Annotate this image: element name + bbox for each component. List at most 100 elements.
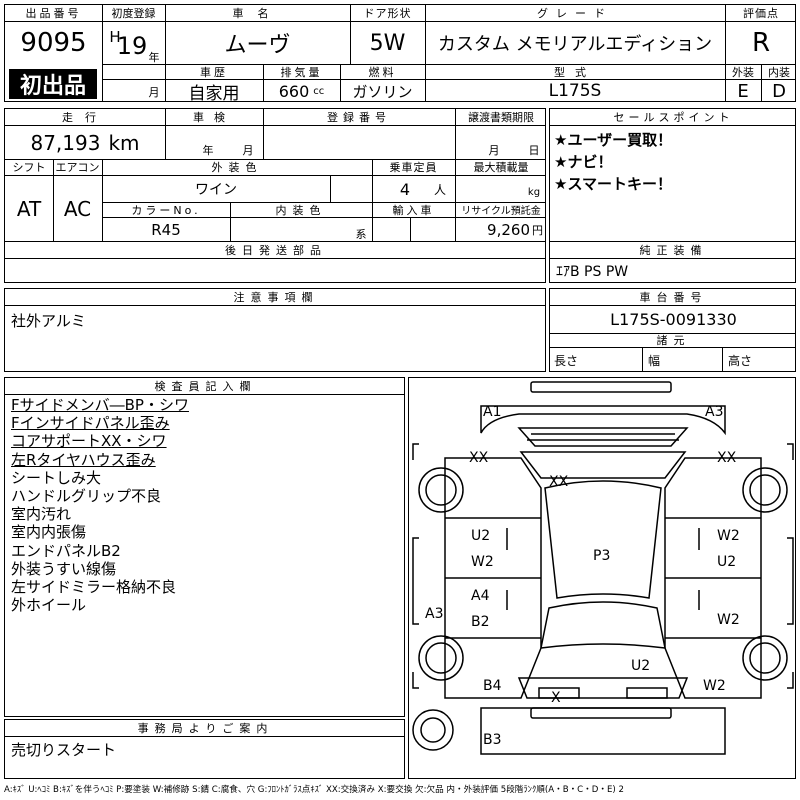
document-month-unit: 月: [488, 144, 500, 157]
notes-text: 社外アルミ: [11, 311, 86, 330]
legend: A:ｷｽﾞ U:ﾍｺﾐ B:ｷｽﾞを伴うﾍｺﾐ P:要塗装 W:補修跡 S:錆 …: [4, 785, 624, 795]
inspector-item: Fサイドメンバ―BP・シワ: [11, 396, 189, 414]
displacement-header: 排気量: [280, 65, 323, 79]
inspection-month-unit: 月: [242, 144, 254, 157]
damage-mark: A3: [425, 606, 443, 622]
damage-mark: A4: [471, 588, 490, 604]
interior-grade: D: [772, 80, 786, 102]
exterior-color-header: 外装色: [211, 161, 263, 174]
chassis-header: 車台番号: [639, 291, 708, 304]
notes-block: 注意事項欄 社外アルミ: [4, 288, 546, 372]
month-unit: 月: [148, 86, 160, 99]
interior-color-header: 内装色: [275, 203, 327, 217]
door-type: 5W: [369, 30, 406, 56]
car-name-header: 車名: [232, 7, 283, 20]
inspector-item: 室内汚れ: [11, 505, 72, 524]
damage-diagram-block: A1 A3 XX XX XX U2 W2 W2 U2 P3 A4 B2 A3 W…: [408, 377, 796, 779]
shift-header: シフト: [12, 161, 46, 174]
inspector-item: シートしみ大: [11, 468, 102, 487]
sales-points-block: セールスポイント ★ユーザー買取！ ★ナビ！ ★スマートキー！: [549, 108, 796, 242]
vehicle-detail-block: 走行 87,193 km 車検 年 月 登録番号 譲渡書類期限 月 日 シフト …: [4, 108, 546, 242]
exterior-color: ワイン: [195, 181, 237, 198]
car-name: ムーヴ: [224, 33, 291, 58]
color-no: R45: [151, 221, 181, 239]
specs-header: 諸元: [656, 334, 691, 347]
inspector-block: 検査員記入欄 Fサイドメンバ―BP・シワ Fインサイドパネル歪み コアサポートX…: [4, 377, 405, 717]
interior-color-unit: 系: [355, 228, 367, 241]
recycle-value: 9,260: [487, 221, 530, 239]
year-unit: 年: [148, 51, 160, 64]
sales-point: ★スマートキー！: [554, 175, 672, 193]
capacity: 4: [399, 179, 411, 199]
inspector-item: 室内内張傷: [11, 523, 87, 542]
displacement-value: 660: [278, 81, 310, 101]
sales-point: ★ユーザー買取！: [554, 131, 673, 149]
lot-number: 9095: [20, 28, 87, 58]
damage-mark: W2: [717, 528, 740, 544]
spec-height: 高さ: [728, 353, 753, 368]
displacement: 660 cc: [263, 79, 340, 103]
mileage: 87,193 km: [5, 127, 165, 159]
max-load-unit: kg: [527, 186, 541, 198]
damage-mark: B3: [483, 732, 502, 748]
history: 自家用: [188, 83, 240, 104]
damage-mark: U2: [631, 658, 650, 674]
inspection-year-unit: 年: [202, 144, 214, 157]
damage-mark: W2: [703, 678, 726, 694]
recycle-unit: 円: [532, 224, 543, 237]
capacity-header: 乗車定員: [389, 161, 438, 174]
damage-mark: A1: [483, 404, 501, 420]
fuel: ガソリン: [352, 82, 413, 101]
grade: カスタム メモリアルエディション: [437, 34, 713, 55]
equipment: ｴｱB PS PW: [556, 264, 629, 280]
office-block: 事務局よりご案内 売切りスタート: [4, 719, 405, 779]
car-diagram: A1 A3 XX XX XX U2 W2 W2 U2 P3 A4 B2 A3 W…: [412, 381, 794, 755]
aircon-header: エアコン: [55, 161, 100, 174]
chassis-block: 車台番号 L175S-0091330 諸元 長さ 幅 高さ: [549, 288, 796, 372]
damage-mark: XX: [549, 474, 569, 490]
aircon: AC: [63, 197, 92, 221]
damage-mark: XX: [469, 450, 489, 466]
grade-header: グレード: [537, 7, 613, 20]
exterior-header: 外装: [732, 65, 754, 79]
lot-number-header: 出品番号: [25, 7, 82, 20]
damage-mark: U2: [717, 554, 736, 570]
inspector-item: ハンドルグリップ不良: [11, 487, 162, 506]
damage-mark: XX: [717, 450, 737, 466]
sales-point: ★ナビ！: [554, 153, 613, 171]
displacement-unit: cc: [313, 85, 325, 97]
damage-mark: B4: [483, 678, 502, 694]
later-parts-header: 後日発送部品: [225, 244, 327, 257]
inspector-item: 左Rタイヤハウス歪み: [11, 450, 156, 469]
mileage-unit: km: [108, 131, 140, 155]
history-header: 車歴: [200, 65, 228, 79]
damage-mark: W2: [471, 554, 494, 570]
damage-mark: U2: [471, 528, 490, 544]
damage-mark: W2: [717, 612, 740, 628]
score-header: 評価点: [743, 7, 779, 20]
spec-length: 長さ: [554, 353, 579, 368]
registration-year: 19: [116, 32, 148, 60]
inspector-list: Fサイドメンバ―BP・シワ Fインサイドパネル歪み コアサポートXX・シワ 左R…: [11, 396, 189, 614]
model-header: 型式: [554, 65, 596, 79]
equipment-block: 純正装備 ｴｱB PS PW: [549, 241, 796, 283]
inspector-item: エンドパネルB2: [11, 541, 121, 560]
mileage-value: 87,193: [30, 131, 101, 155]
spec-width: 幅: [648, 353, 661, 368]
damage-mark: A3: [705, 404, 723, 420]
recycle-header: リサイクル預託金: [461, 206, 541, 217]
recycle-fee: 9,260 円: [455, 217, 547, 243]
equipment-header: 純正装備: [639, 244, 708, 257]
later-parts-block: 後日発送部品: [4, 241, 546, 283]
door-header: ドア形状: [363, 7, 412, 20]
notes-header: 注意事項欄: [233, 291, 319, 304]
first-registration-header: 初度登録: [111, 7, 156, 20]
shift: AT: [16, 197, 42, 221]
inspector-item: コアサポートXX・シワ: [11, 432, 167, 451]
registration-no-header: 登録番号: [327, 111, 391, 124]
damage-mark: P3: [593, 548, 610, 564]
chassis-number: L175S-0091330: [610, 310, 737, 329]
import-header: 輸入車: [392, 203, 435, 217]
inspector-header: 検査員記入欄: [154, 380, 257, 393]
document-deadline-header: 譲渡書類期限: [468, 111, 534, 124]
